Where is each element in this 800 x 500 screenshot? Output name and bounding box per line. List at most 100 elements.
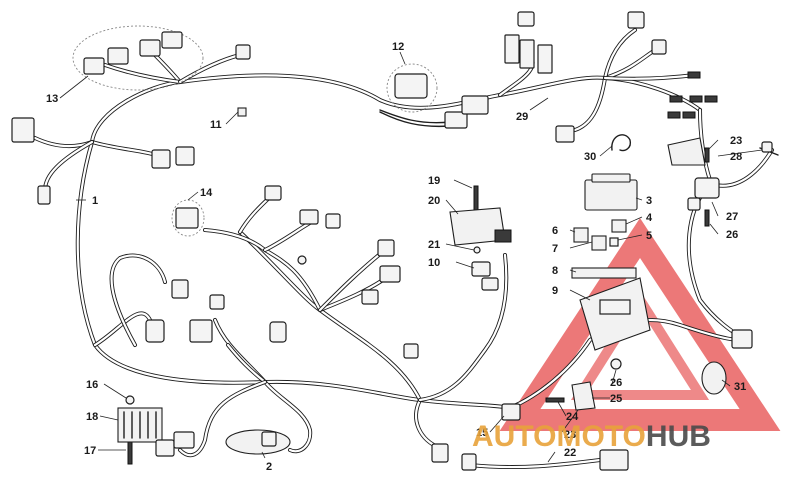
callout-labels: 1 2 3 4 5 6 7 8 9 10 11 12 13 14 15 16 1…	[46, 41, 746, 473]
connector-22-a	[461, 453, 477, 471]
callout-13: 13	[46, 93, 58, 105]
callout-4: 4	[646, 212, 653, 224]
callout-31: 31	[734, 381, 746, 393]
connector-right-a	[687, 197, 701, 211]
terminal-29-a	[687, 71, 701, 79]
callout-17: 17	[84, 445, 96, 457]
connector-12	[394, 73, 428, 99]
callout-5: 5	[646, 230, 652, 242]
connector-center-c	[325, 213, 341, 229]
callout-26-top: 26	[726, 229, 738, 241]
relay-27	[694, 177, 720, 199]
connector-lower-left-a	[171, 279, 189, 299]
callout-23-top: 23	[730, 135, 742, 147]
relay-6	[573, 227, 589, 243]
connector-10-mate	[481, 277, 499, 291]
callout-7: 7	[552, 243, 558, 255]
callout-27: 27	[726, 211, 738, 223]
callout-2: 2	[266, 461, 272, 473]
connector-group-14-outline	[171, 199, 205, 237]
fuse-strip-8	[571, 267, 637, 279]
callout-3: 3	[646, 195, 652, 207]
callout-8: 8	[552, 265, 558, 277]
leader-lines	[59, 51, 763, 463]
connector-13-d	[161, 31, 183, 49]
connector-center-g	[403, 343, 419, 359]
fuse-holder-2-tab	[261, 431, 277, 447]
fuse-box-lid-3	[584, 179, 638, 211]
connector-12-mate	[444, 111, 468, 129]
terminal-29-d	[704, 95, 718, 103]
callout-10: 10	[428, 257, 440, 269]
callout-22: 22	[564, 447, 576, 459]
connector-29-top-c	[651, 39, 667, 55]
connector-left-c	[151, 149, 171, 169]
callout-28: 28	[730, 151, 742, 163]
watermark-triangle-inner	[570, 290, 710, 400]
connector-13-e	[235, 44, 251, 60]
connector-left-a	[11, 117, 35, 143]
connector-bottom-a	[431, 443, 449, 463]
callout-23-bottom: 23	[564, 429, 576, 441]
connector-14	[175, 207, 199, 229]
terminal-29-b	[669, 95, 683, 103]
watermark	[499, 218, 781, 431]
callout-6: 6	[552, 225, 558, 237]
washer-21	[473, 246, 481, 254]
terminal-29-f	[682, 111, 696, 119]
main-harness	[33, 28, 774, 470]
callout-29: 29	[516, 111, 528, 123]
connector-13-c	[139, 39, 161, 57]
washer-16	[125, 395, 135, 405]
callout-18: 18	[86, 411, 98, 423]
terminal-29-c	[689, 95, 703, 103]
connector-22-b	[599, 449, 629, 471]
regulator-plug-a	[155, 439, 175, 457]
connector-lower-left-d	[209, 294, 225, 310]
bolt-26-top	[704, 209, 710, 227]
clip-30	[611, 134, 632, 152]
callout-11: 11	[210, 119, 222, 131]
connector-mid-top	[461, 95, 489, 115]
connector-left-d	[175, 146, 195, 166]
callout-20: 20	[428, 195, 440, 207]
washer-26	[610, 358, 622, 370]
terminal-29-e	[667, 111, 681, 119]
callout-24: 24	[566, 411, 579, 423]
connector-29-top-b	[627, 11, 645, 29]
connector-lower-left-e	[269, 321, 287, 343]
fuse-box-lid-3-top	[591, 173, 631, 183]
fuse-block-29-c	[537, 44, 553, 74]
connector-29-top-a	[517, 11, 535, 27]
connectors	[11, 11, 779, 471]
callout-14: 14	[200, 187, 213, 199]
connector-right-b	[731, 329, 753, 349]
regulator-plug-b	[173, 431, 195, 449]
connector-center-b	[299, 209, 319, 225]
callout-12: 12	[392, 41, 404, 53]
callout-19: 19	[428, 175, 440, 187]
connector-left-b	[37, 185, 51, 205]
callout-1: 1	[92, 195, 98, 207]
connector-15	[501, 403, 521, 421]
part-11	[237, 107, 247, 117]
fuse-5	[609, 237, 619, 247]
callout-16: 16	[86, 379, 98, 391]
callout-15: 15	[476, 427, 488, 439]
relay-7	[591, 235, 607, 251]
watermark-triangle-outer	[499, 218, 781, 431]
connector-group-13-outline	[72, 25, 204, 91]
sensor-28-head	[761, 141, 773, 153]
bolt-23-top	[704, 147, 710, 163]
relay-4	[611, 219, 627, 233]
callout-21: 21	[428, 239, 440, 251]
bolt-24	[545, 397, 565, 403]
bolt-17	[127, 439, 133, 465]
bracket-23	[667, 137, 706, 166]
callout-25: 25	[610, 393, 622, 405]
fuse-block-29-a	[504, 34, 520, 64]
connector-center-f	[361, 289, 379, 305]
callout-26-bottom: 26	[610, 377, 622, 389]
connector-center-e	[379, 265, 401, 283]
